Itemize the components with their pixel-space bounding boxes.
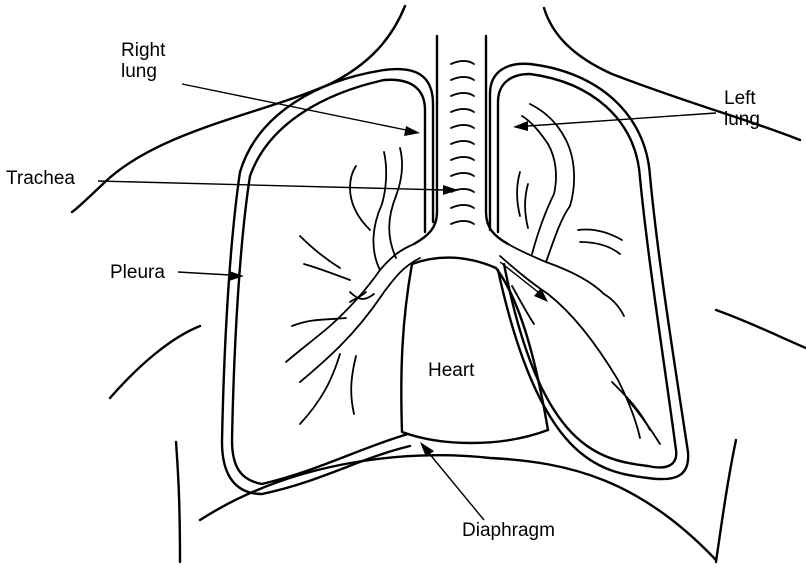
- right-waist: [716, 440, 736, 562]
- right-pleura-outer: [232, 80, 425, 484]
- right-flank: [716, 310, 806, 348]
- heart-label: Heart: [428, 360, 474, 381]
- left-lung-label: Left lung: [724, 88, 760, 130]
- trachea: [414, 36, 508, 244]
- body-outline: [72, 6, 806, 562]
- left-pleura-outer: [498, 74, 676, 467]
- diaphragm-pointer: [420, 442, 484, 520]
- trachea-label: Trachea: [6, 168, 75, 189]
- right-lung-label: Right lung: [121, 40, 165, 82]
- trachea-pointer: [98, 181, 458, 195]
- pleura: [222, 64, 688, 494]
- diaphragm: [200, 455, 716, 560]
- diaphragm-label: Diaphragm: [462, 520, 555, 541]
- pleura-label: Pleura: [110, 262, 165, 283]
- left-flank: [110, 326, 200, 398]
- right-lung-pointer: [182, 84, 420, 136]
- pleura-pointer: [178, 271, 244, 281]
- right-neck-shoulder: [544, 8, 800, 140]
- left-waist: [176, 442, 180, 562]
